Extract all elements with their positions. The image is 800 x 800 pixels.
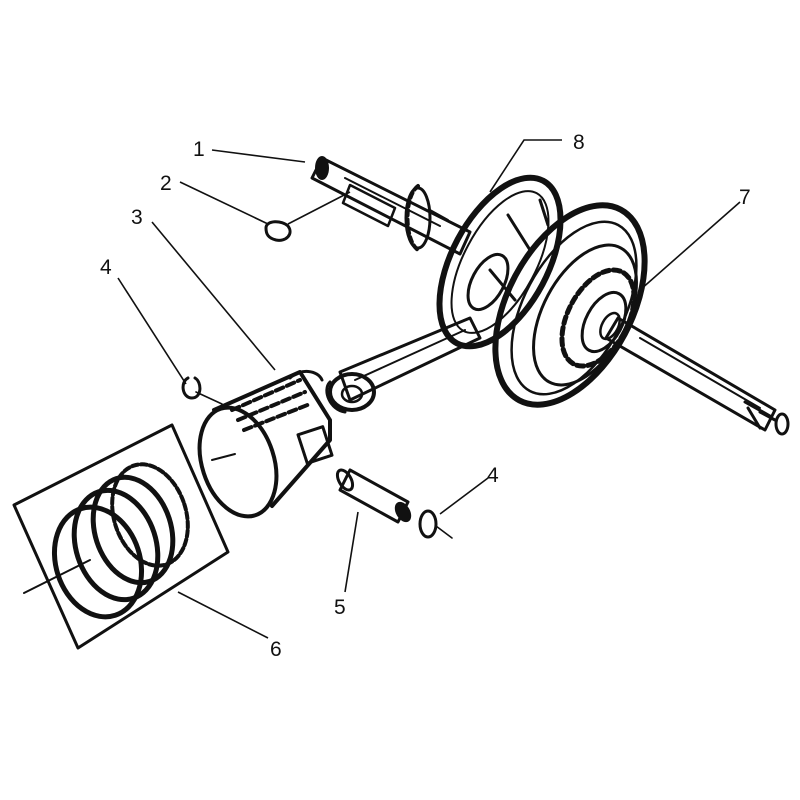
crankshaft-left-shaft: [310, 156, 472, 256]
leader-lines: [117, 139, 741, 639]
circlip-left: [181, 376, 223, 405]
callout-5: 5: [334, 596, 346, 619]
crankshaft-right-shaft: [604, 316, 790, 436]
callout-1: 1: [193, 138, 205, 161]
piston-pin: [335, 468, 412, 524]
callout-7: 7: [739, 186, 751, 209]
callout-2: 2: [160, 172, 172, 195]
callout-3: 3: [131, 206, 143, 229]
piston: [197, 370, 334, 519]
circlip-right: [418, 509, 453, 539]
woodruff-key: [264, 220, 292, 242]
callout-4-left: 4: [100, 256, 112, 279]
main-bearing: [559, 267, 637, 369]
connecting-rod: [325, 316, 482, 414]
piston-ring-set: [12, 423, 230, 650]
callout-8: 8: [573, 131, 585, 154]
timing-sprocket: [404, 184, 449, 252]
callouts: 1 2 3 4 4 5 6 7 8: [100, 131, 751, 661]
callout-6: 6: [270, 638, 282, 661]
callout-4-right: 4: [487, 464, 499, 487]
